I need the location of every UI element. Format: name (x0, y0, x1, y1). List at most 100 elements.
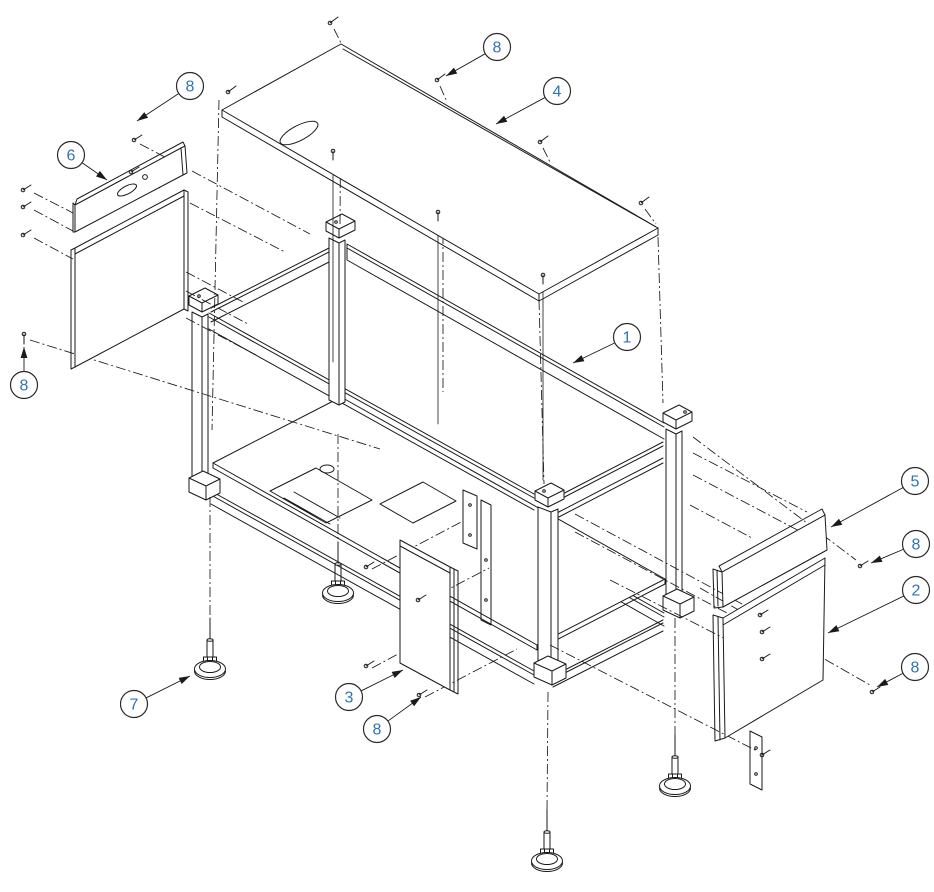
balloon-2: 2 (827, 575, 931, 634)
screw (225, 85, 237, 95)
panel-bracket (749, 730, 763, 791)
screw (537, 135, 549, 145)
balloon-8-right-lower: 8 (876, 652, 930, 688)
screw (20, 184, 32, 193)
screw (759, 653, 771, 662)
leader-line (827, 595, 905, 634)
balloon-8-top-left: 8 (136, 71, 205, 122)
balloon-circle (482, 32, 512, 62)
left-end-panels (70, 141, 189, 370)
balloon-number: 8 (911, 660, 920, 677)
balloon-circle (119, 689, 149, 719)
top-rail-strip (721, 514, 828, 608)
balloon-number: 2 (912, 583, 921, 600)
screw (638, 196, 650, 206)
screw (415, 594, 427, 603)
center-lines (29, 28, 871, 811)
balloon-8-bottom: 8 (362, 696, 422, 744)
leveling-foot (659, 734, 691, 797)
balloon-number: 4 (553, 84, 562, 101)
balloon-number: 8 (912, 537, 921, 554)
leveling-foot (194, 617, 226, 680)
balloon-circle (542, 76, 572, 106)
screw (363, 561, 375, 570)
screw (759, 626, 771, 635)
balloon-number: 6 (67, 148, 76, 165)
balloon-circle (56, 140, 86, 170)
screw (131, 134, 143, 143)
balloon-circle (9, 370, 39, 400)
balloon-circle (362, 714, 392, 744)
balloon-number: 1 (623, 330, 632, 347)
mounting-brackets (462, 489, 492, 626)
screw (540, 272, 546, 285)
balloon-number: 5 (911, 474, 920, 491)
screw (20, 201, 32, 210)
balloon-circle (901, 529, 931, 559)
balloon-number: 8 (373, 722, 382, 739)
leader-arrowhead (573, 355, 585, 363)
screw (327, 16, 339, 26)
shelf-cutouts (269, 467, 457, 525)
strip-slot (117, 183, 137, 197)
leveling-foot (322, 541, 354, 604)
balloon-number: 8 (493, 40, 502, 57)
balloon-number: 7 (130, 697, 139, 714)
balloon-number: 8 (186, 79, 195, 96)
leader-arrowhead (178, 676, 190, 684)
leader-arrowhead (871, 555, 883, 563)
leader-arrowhead (137, 112, 149, 121)
balloon-circle (901, 575, 931, 605)
leader-arrowhead (410, 697, 421, 707)
screw (857, 560, 869, 569)
handle-slot (279, 120, 319, 146)
screw (20, 229, 32, 238)
balloon-number: 3 (345, 690, 354, 707)
shelf-hole (319, 464, 335, 474)
balloon-circle (175, 71, 205, 101)
frame-weldment (188, 213, 763, 791)
leveling-foot (531, 809, 563, 872)
screw (757, 609, 769, 618)
balloon-circle (334, 682, 364, 712)
balloon-callouts: 8 4 8 6 8 1 5 8 2 8 7 3 8 (9, 32, 931, 744)
right-end-panel (722, 557, 826, 739)
leader-arrowhead (828, 625, 840, 633)
balloon-circle (612, 322, 642, 352)
leader-arrowhead (446, 67, 458, 76)
screw (128, 166, 140, 175)
balloon-number: 8 (20, 378, 29, 395)
balloon-8-left: 8 (9, 347, 39, 400)
balloon-4: 4 (495, 76, 572, 125)
top-cover-panel (221, 43, 659, 302)
leveling-feet (194, 541, 691, 872)
balloon-circle (900, 466, 930, 496)
screw (21, 331, 27, 345)
leader-arrowhead (391, 670, 403, 678)
projection-lines (332, 159, 544, 481)
balloon-3: 3 (334, 669, 404, 712)
balloon-8-right-upper: 8 (870, 529, 931, 564)
screw (416, 689, 428, 698)
screw (330, 148, 336, 161)
balloon-7: 7 (119, 675, 191, 719)
leader-arrowhead (496, 115, 508, 124)
right-end-panels (712, 508, 828, 742)
screw (434, 73, 446, 83)
leader-arrowhead (20, 347, 28, 358)
leader-line (830, 487, 904, 528)
balloon-1: 1 (572, 322, 642, 364)
leader-arrowhead (877, 678, 889, 687)
balloon-5: 5 (830, 466, 930, 528)
screw (759, 749, 771, 758)
screw (869, 686, 881, 695)
screw (435, 209, 441, 222)
fastener-screws (20, 16, 881, 758)
leader-arrowhead (831, 518, 843, 527)
balloon-circle (900, 652, 930, 682)
balloon-8-top: 8 (445, 32, 512, 77)
screw (363, 660, 375, 669)
balloon-6: 6 (56, 140, 108, 181)
